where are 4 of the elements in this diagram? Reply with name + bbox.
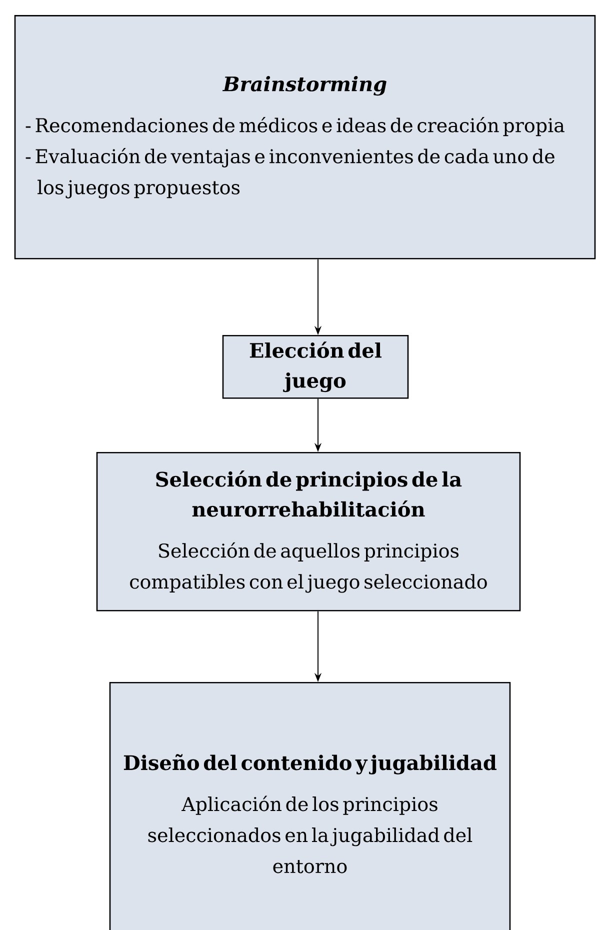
- process-box: Brainstorming - Recomendaciones de médicos e ideas de creación propia - Evaluación de ventajas e inconvenientes de cada uno de los juegos propuestos: [14, 15, 596, 260]
- process-box: Selección de principios de la neurorrehabilitación Selección de aquellos principios compatibles con el juego seleccionado: [96, 452, 521, 612]
- process-box: Diseño del contenido y jugabilidad Aplicación de los principios seleccionados en la jugabilidad del entorno: [109, 682, 511, 930]
- process-box: Elección del juego: [222, 335, 409, 399]
